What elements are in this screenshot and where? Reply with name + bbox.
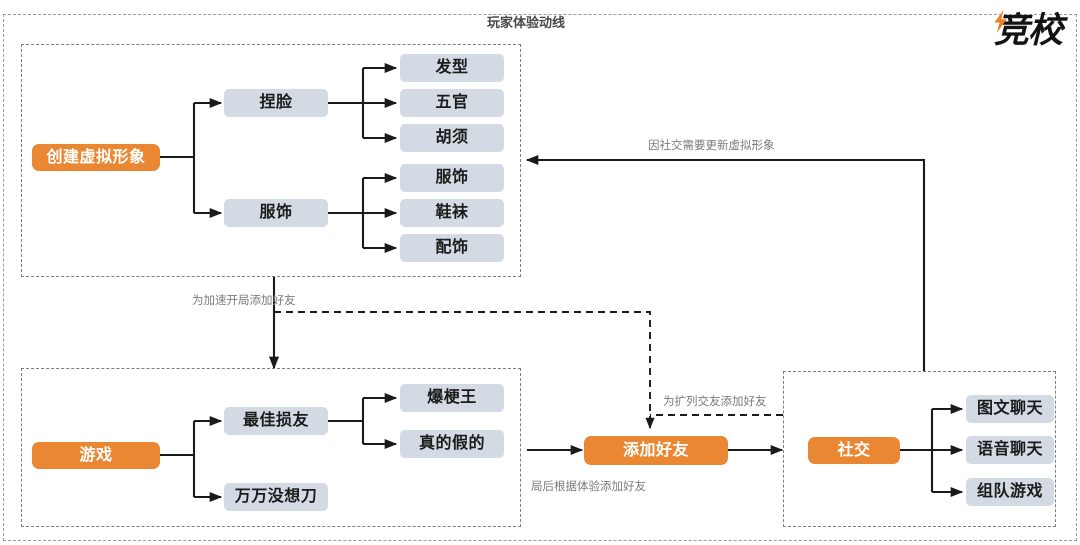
node-avatar-clothing[interactable]: 服饰 (400, 164, 504, 192)
node-game-trueorfalse[interactable]: 真的假的 (400, 430, 504, 458)
node-social-textchat[interactable]: 图文聊天 (966, 395, 1054, 423)
social-group-frame (783, 371, 1056, 527)
node-social-teamgame[interactable]: 组队游戏 (966, 478, 1054, 506)
node-game-branch-neverthought[interactable]: 万万没想刀 (224, 483, 328, 511)
flow-label-expand-add-friend: 为扩列交友添加好友 (663, 396, 767, 408)
node-avatar-branch-outfit[interactable]: 服饰 (224, 199, 328, 227)
brand-name: 竞校 (993, 10, 1063, 51)
node-game-root[interactable]: 游戏 (32, 442, 160, 469)
lightning-bolt-icon (994, 10, 1007, 33)
node-avatar-accessories[interactable]: 配饰 (400, 234, 504, 262)
flow-label-post-match-add-friend: 局后根据体验添加好友 (531, 481, 646, 493)
node-avatar-shoes[interactable]: 鞋袜 (400, 199, 504, 227)
node-add-friend[interactable]: 添加好友 (584, 436, 728, 465)
diagram-outer-frame (3, 14, 1077, 541)
game-group-frame (21, 368, 521, 527)
node-avatar-facialfeatures[interactable]: 五官 (400, 89, 504, 117)
flow-label-speedup-add-friend: 为加速开局添加好友 (192, 295, 296, 307)
page-title: 玩家体验动线 (487, 15, 566, 30)
node-social-root[interactable]: 社交 (808, 437, 900, 464)
node-avatar-root[interactable]: 创建虚拟形象 (32, 144, 160, 171)
node-social-voicechat[interactable]: 语音聊天 (966, 436, 1054, 464)
node-game-memeking[interactable]: 爆梗王 (400, 384, 504, 412)
node-avatar-beard[interactable]: 胡须 (400, 124, 504, 152)
node-game-branch-bestfrenemy[interactable]: 最佳损友 (224, 407, 328, 435)
flow-label-social-to-avatar: 因社交需要更新虚拟形象 (648, 140, 775, 152)
node-avatar-hairstyle[interactable]: 发型 (400, 54, 504, 82)
node-avatar-branch-facesculpt[interactable]: 捏脸 (224, 89, 328, 117)
brand-logo: 竞校 (966, 9, 1063, 53)
avatar-group-frame (21, 44, 521, 277)
